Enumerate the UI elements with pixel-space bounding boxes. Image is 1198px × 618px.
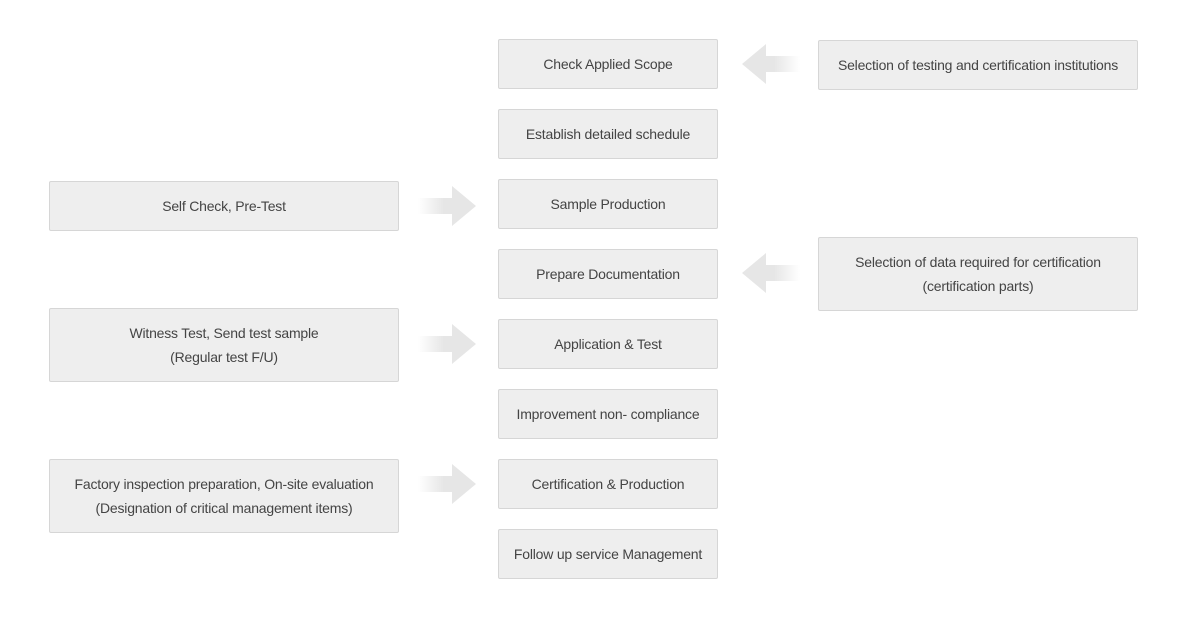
note-line: (Regular test F/U) — [170, 349, 278, 365]
step-label: Sample Production — [550, 196, 666, 212]
step-label: Follow up service Management — [513, 546, 703, 562]
note-line: Factory inspection preparation, On-site … — [74, 476, 374, 492]
note-factory-inspection: Factory inspection preparation, On-site … — [49, 459, 399, 533]
note-line: Selection of data required for certifica… — [855, 254, 1101, 270]
note-data-selection: Selection of data required for certifica… — [818, 237, 1138, 311]
step-follow-up-service: Follow up service Management — [498, 529, 718, 579]
note-line: (certification parts) — [922, 278, 1034, 294]
step-certification-production: Certification & Production — [498, 459, 718, 509]
note-line: Selection of testing and certification i… — [837, 57, 1119, 73]
arrow-left-icon — [740, 42, 800, 86]
step-label: Prepare Documentation — [536, 266, 680, 282]
note-line: (Designation of critical management item… — [95, 500, 353, 516]
arrow-left-icon — [740, 251, 800, 295]
step-label: Certification & Production — [531, 476, 685, 492]
step-check-applied-scope: Check Applied Scope — [498, 39, 718, 89]
step-label: Check Applied Scope — [543, 56, 673, 72]
note-self-check: Self Check, Pre-Test — [49, 181, 399, 231]
step-establish-schedule: Establish detailed schedule — [498, 109, 718, 159]
note-line: Self Check, Pre-Test — [162, 198, 286, 214]
step-improvement-non-compliance: Improvement non- compliance — [498, 389, 718, 439]
note-witness-test: Witness Test, Send test sample (Regular … — [49, 308, 399, 382]
arrow-right-icon — [418, 322, 478, 366]
step-label: Application & Test — [554, 336, 662, 352]
arrow-right-icon — [418, 184, 478, 228]
step-label: Establish detailed schedule — [525, 126, 691, 142]
step-sample-production: Sample Production — [498, 179, 718, 229]
note-line: Witness Test, Send test sample — [129, 325, 319, 341]
step-application-test: Application & Test — [498, 319, 718, 369]
note-institution-selection: Selection of testing and certification i… — [818, 40, 1138, 90]
arrow-right-icon — [418, 462, 478, 506]
step-label: Improvement non- compliance — [516, 406, 700, 422]
step-prepare-documentation: Prepare Documentation — [498, 249, 718, 299]
